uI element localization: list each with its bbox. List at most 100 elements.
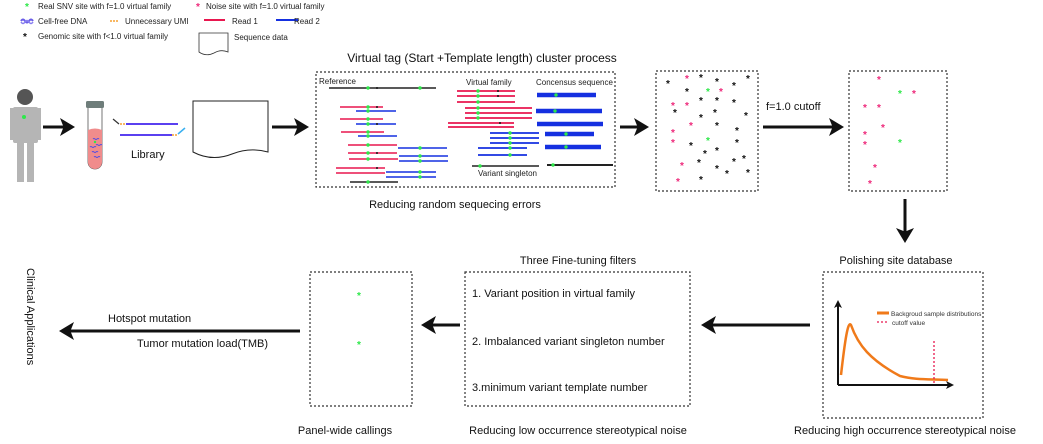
noise-star: * [877,75,881,86]
noise-star: * [863,140,867,151]
genomic-site-star: * [697,158,701,169]
site-marker [476,89,480,93]
genomic-site-star: * [703,149,707,160]
site-marker [418,175,422,179]
noise-star: * [671,128,675,139]
noise-star: * [676,177,680,188]
site-marker [508,131,512,135]
all-sites-box [655,70,759,192]
filters-box [464,271,691,407]
genomic-site-star: * [699,175,703,186]
genomic-site-star: * [735,138,739,149]
virtual-family-label: Virtual family [466,78,512,87]
site-marker [366,130,370,134]
site-marker [366,157,370,161]
legend-read2: Read 2 [294,17,320,26]
site-marker [418,159,422,163]
genomic-site-star: * [735,126,739,137]
patient-icon [10,89,41,182]
site-marker [376,152,378,154]
sequence-data-icon [198,32,229,56]
site-marker [508,136,512,140]
site-marker [376,106,378,108]
genomic-site-star: * [699,113,703,124]
site-marker [476,111,480,115]
site-marker [366,109,370,113]
noise-star: * [881,123,885,134]
noise-star: * [912,89,916,100]
real-snv-star: * [357,291,361,302]
noise-star: * [863,103,867,114]
site-marker [376,123,378,125]
genomic-site-star: * [746,168,750,179]
site-marker [366,134,370,138]
genomic-site-star: * [742,154,746,165]
real-snv-star: * [898,138,902,149]
site-marker [564,132,568,136]
genomic-site-star: * [699,73,703,84]
real-snv-star: * [706,87,710,98]
site-marker [551,163,555,167]
filter-item: 3.minimum variant template number [472,382,648,394]
legend-background: Backgroud sample distributions [891,311,982,318]
site-marker [366,86,370,90]
noise-star: * [868,179,872,190]
site-marker [418,86,422,90]
site-marker [366,143,370,147]
filter-item: 1. Variant position in virtual family [472,288,636,300]
background-distribution-plot: Backgroud sample distributions cutoff va… [834,300,982,389]
genomic-site-star: * [715,164,719,175]
noise-star-icon: * [196,2,200,13]
variant-singleton-label: Variant singleton [478,169,537,178]
tmb-label: Tumor mutation load(TMB) [137,338,268,350]
genomic-site-star: * [685,87,689,98]
legend-read1: Read 1 [232,17,258,26]
site-marker [508,153,512,157]
site-marker [376,167,378,169]
genomic-star-icon: * [23,32,27,43]
legend: *** Real SNV site with f=1.0 virtual fam… [20,2,325,56]
genomic-site-star: * [689,141,693,152]
polishing-box [822,271,984,419]
panel-caption: Panel-wide callings [298,425,393,437]
site-marker [497,95,499,97]
library-label: Library [131,149,165,161]
genomic-site-star: * [725,169,729,180]
polishing-title: Polishing site database [839,255,952,267]
filters-title: Three Fine-tuning filters [520,255,637,267]
real-snv-star: * [898,89,902,100]
noise-star: * [719,87,723,98]
real-snv-star: * [706,136,710,147]
site-marker [366,117,370,121]
sequence-data-icon [192,100,269,158]
reference-label: Reference [319,77,356,86]
site-marker [366,122,370,126]
site-marker [418,154,422,158]
legend-cfdna: Cell-free DNA [38,17,88,26]
genomic-site-star: * [732,81,736,92]
panel-calls-box [309,271,413,407]
legend-real-snv: Real SNV site with f=1.0 virtual family [38,2,171,11]
filters-caption: Reducing low occurrence stereotypical no… [469,425,687,437]
filter-item: 2. Imbalanced variant singleton number [472,336,665,348]
site-marker [476,100,480,104]
genomic-site-star: * [673,108,677,119]
genomic-site-star: * [699,96,703,107]
site-marker [476,116,480,120]
site-marker [476,94,480,98]
polishing-caption: Reducing high occurrence stereotypical n… [794,425,1016,437]
library-icon [112,118,186,136]
noise-star: * [671,101,675,112]
legend-noise-site: Noise site with f=1.0 virtual family [206,2,325,11]
site-marker [554,93,558,97]
site-marker [418,170,422,174]
cluster-title: Virtual tag (Start +Template length) clu… [347,51,617,65]
site-marker [366,151,370,155]
legend-sequence-data: Sequence data [234,33,288,42]
consensus-label: Concensus sequence [536,78,613,87]
distribution-curve [839,323,949,382]
noise-star: * [877,103,881,114]
legend-genomic-site: Genomic site with f<1.0 virtual family [38,32,168,41]
legend-umi: Unnecessary UMI [125,17,189,26]
noise-star: * [689,121,693,132]
